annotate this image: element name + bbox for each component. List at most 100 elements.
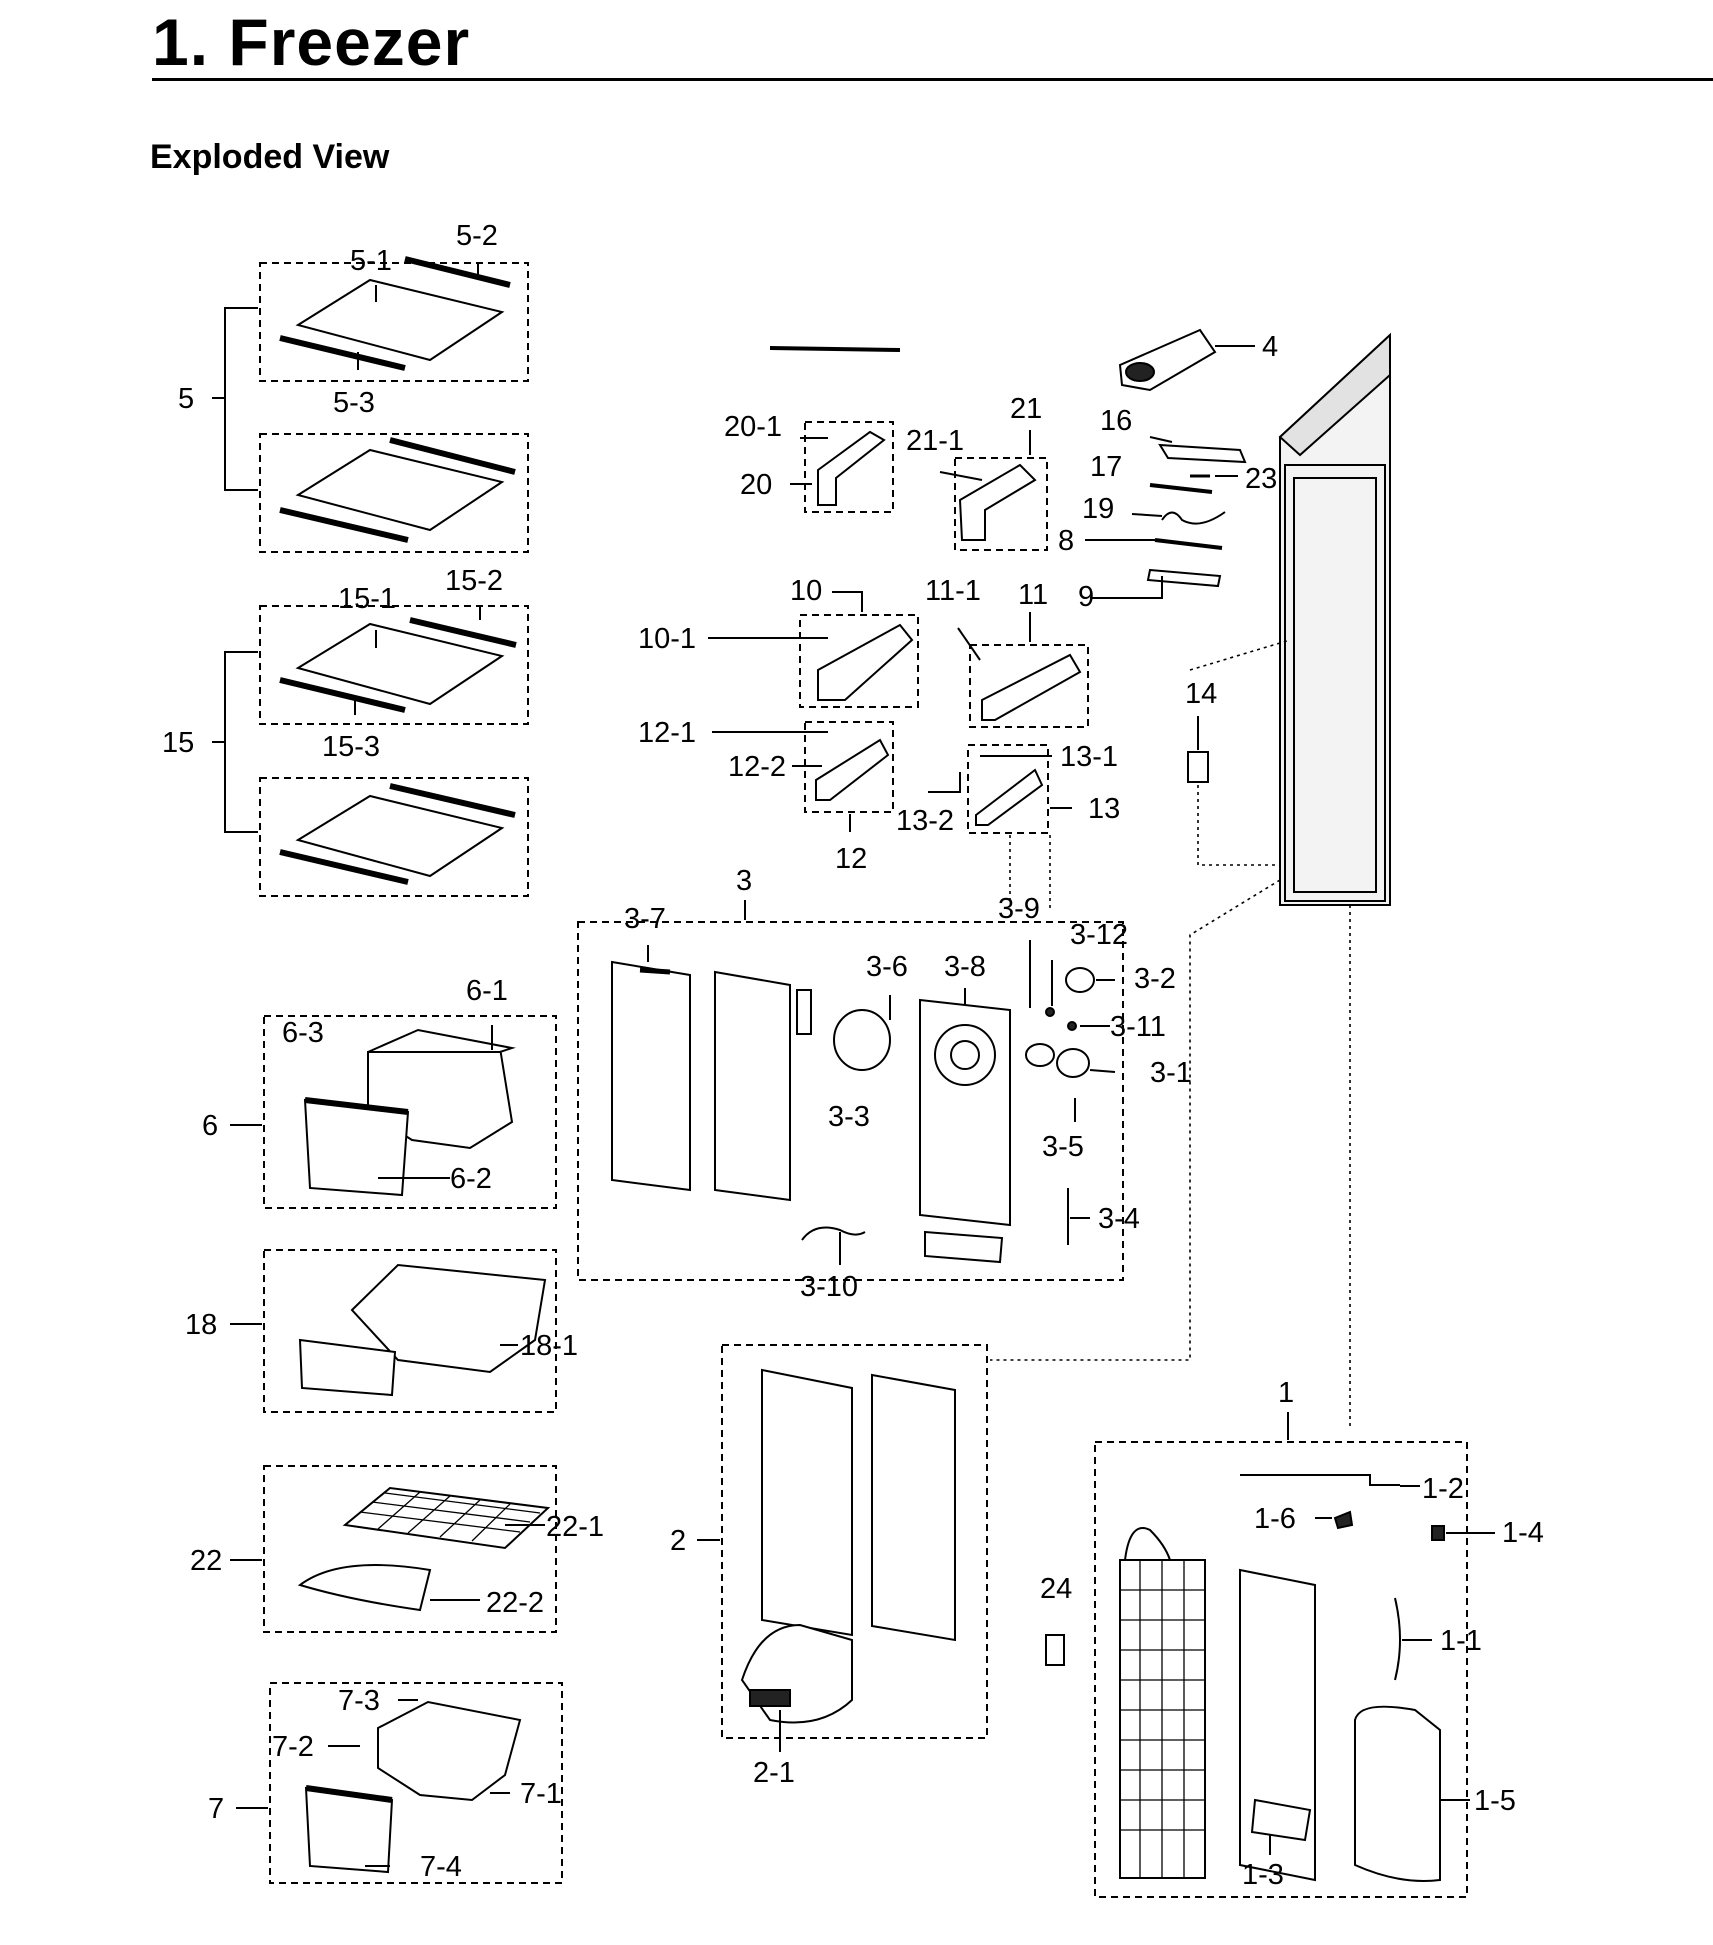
storage-bin-icon xyxy=(350,1263,547,1374)
label-5-2: 5-2 xyxy=(456,220,498,252)
label-3-7: 3-7 xyxy=(624,903,666,935)
motor-icon xyxy=(1025,1043,1055,1067)
ice-bucket-cover-icon xyxy=(297,1564,432,1612)
wire-harness-icon xyxy=(801,1226,866,1241)
label-18-1: 18-1 xyxy=(520,1330,578,1362)
label-4: 4 xyxy=(1262,331,1278,363)
label-12: 12 xyxy=(835,843,867,875)
part-14-sensor xyxy=(1187,716,1283,866)
label-5-3: 5-3 xyxy=(333,387,375,419)
label-1: 1 xyxy=(1278,1377,1294,1409)
label-15-1: 15-1 xyxy=(338,583,396,615)
label-18: 18 xyxy=(185,1309,217,1341)
decorative-stroke xyxy=(769,346,901,352)
label-5-1: 5-1 xyxy=(350,245,392,277)
group-11-cover xyxy=(957,612,1089,728)
label-1-6: 1-6 xyxy=(1254,1503,1296,1535)
cover-plate-icon xyxy=(1158,443,1247,464)
bracket-icon xyxy=(817,430,886,506)
label-17: 17 xyxy=(1090,451,1122,483)
group-15-shelves xyxy=(212,605,529,897)
label-3-8: 3-8 xyxy=(944,951,986,983)
label-6: 6 xyxy=(202,1110,218,1142)
label-3-10: 3-10 xyxy=(800,1271,858,1303)
group-1-evaporator xyxy=(1094,1412,1495,1898)
bracket-icon xyxy=(958,463,1037,541)
motor-bracket-icon xyxy=(1065,967,1095,993)
motor-icon xyxy=(1056,1048,1090,1078)
group-10-cover xyxy=(708,591,919,708)
label-1-1: 1-1 xyxy=(1440,1625,1482,1657)
label-3-3: 3-3 xyxy=(828,1101,870,1133)
wire-icon xyxy=(1240,1474,1400,1486)
label-3-11: 3-11 xyxy=(1110,1011,1166,1043)
label-10: 10 xyxy=(790,575,822,607)
label-2: 2 xyxy=(670,1525,686,1557)
label-1-2: 1-2 xyxy=(1422,1473,1464,1505)
heater-bar-icon xyxy=(1146,568,1222,588)
ice-tray-grid-icon xyxy=(342,1486,551,1550)
label-3-5: 3-5 xyxy=(1042,1131,1084,1163)
label-11-1: 11-1 xyxy=(925,575,981,607)
cover-icon xyxy=(975,768,1044,826)
label-20: 20 xyxy=(740,469,772,501)
label-6-2: 6-2 xyxy=(450,1163,492,1195)
group-12-cover xyxy=(712,721,894,832)
label-23: 23 xyxy=(1245,463,1277,495)
top-right-parts xyxy=(1085,328,1255,599)
label-5: 5 xyxy=(178,383,194,415)
label-10-1: 10-1 xyxy=(638,623,696,655)
fan-icon xyxy=(833,1009,891,1071)
cover-icon xyxy=(981,653,1082,721)
label-15: 15 xyxy=(162,727,194,759)
group-7-drawer xyxy=(236,1682,563,1884)
label-2-1: 2-1 xyxy=(753,1757,795,1789)
label-13-2: 13-2 xyxy=(896,805,954,837)
section-title: Exploded View xyxy=(150,138,390,176)
label-16: 16 xyxy=(1100,405,1132,437)
label-1-5: 1-5 xyxy=(1474,1785,1516,1817)
drawer-front-icon xyxy=(303,1098,410,1197)
label-7-2: 7-2 xyxy=(272,1731,314,1763)
label-3-12: 3-12 xyxy=(1070,919,1128,951)
label-3-2: 3-2 xyxy=(1134,963,1176,995)
cover-icon xyxy=(817,623,914,701)
wire-harness-icon xyxy=(1161,511,1226,525)
label-3: 3 xyxy=(736,865,752,897)
label-8: 8 xyxy=(1058,525,1074,557)
group-5-shelves xyxy=(212,256,529,553)
duct-panel-icon xyxy=(871,1373,956,1642)
group-20-bracket xyxy=(790,421,894,513)
label-15-2: 15-2 xyxy=(445,565,503,597)
label-21: 21 xyxy=(1010,393,1042,425)
label-22-2: 22-2 xyxy=(486,1587,544,1619)
label-21-1: 21-1 xyxy=(906,425,964,457)
cover-icon xyxy=(815,738,890,801)
thermistor-icon xyxy=(1394,1597,1401,1681)
label-12-1: 12-1 xyxy=(638,717,696,749)
group-3-evaporator-cover xyxy=(577,900,1124,1281)
label-22-1: 22-1 xyxy=(546,1511,604,1543)
label-1-4: 1-4 xyxy=(1502,1517,1544,1549)
group-22-ice-tray xyxy=(230,1465,557,1633)
label-6-3: 6-3 xyxy=(282,1017,324,1049)
drain-pan-icon xyxy=(1354,1705,1441,1882)
label-15-3: 15-3 xyxy=(322,731,380,763)
label-7-4: 7-4 xyxy=(420,1851,462,1883)
label-7-3: 7-3 xyxy=(338,1685,380,1717)
group-13-cover xyxy=(928,744,1072,834)
page-title: 1. Freezer xyxy=(152,5,471,79)
sensor-icon xyxy=(1187,751,1209,783)
label-3-1: 3-1 xyxy=(1150,1057,1192,1089)
group-18-bin xyxy=(230,1249,557,1413)
shelf-glass-icon xyxy=(295,448,505,532)
label-13-1: 13-1 xyxy=(1060,741,1118,773)
title-rule xyxy=(152,78,1713,81)
duct-panel-icon xyxy=(761,1368,853,1637)
label-20-1: 20-1 xyxy=(724,411,782,443)
label-14: 14 xyxy=(1185,678,1217,710)
shelf-glass-icon xyxy=(295,622,505,706)
label-9: 9 xyxy=(1078,581,1094,613)
label-7-1: 7-1 xyxy=(520,1778,562,1810)
label-1-3: 1-3 xyxy=(1242,1859,1284,1891)
